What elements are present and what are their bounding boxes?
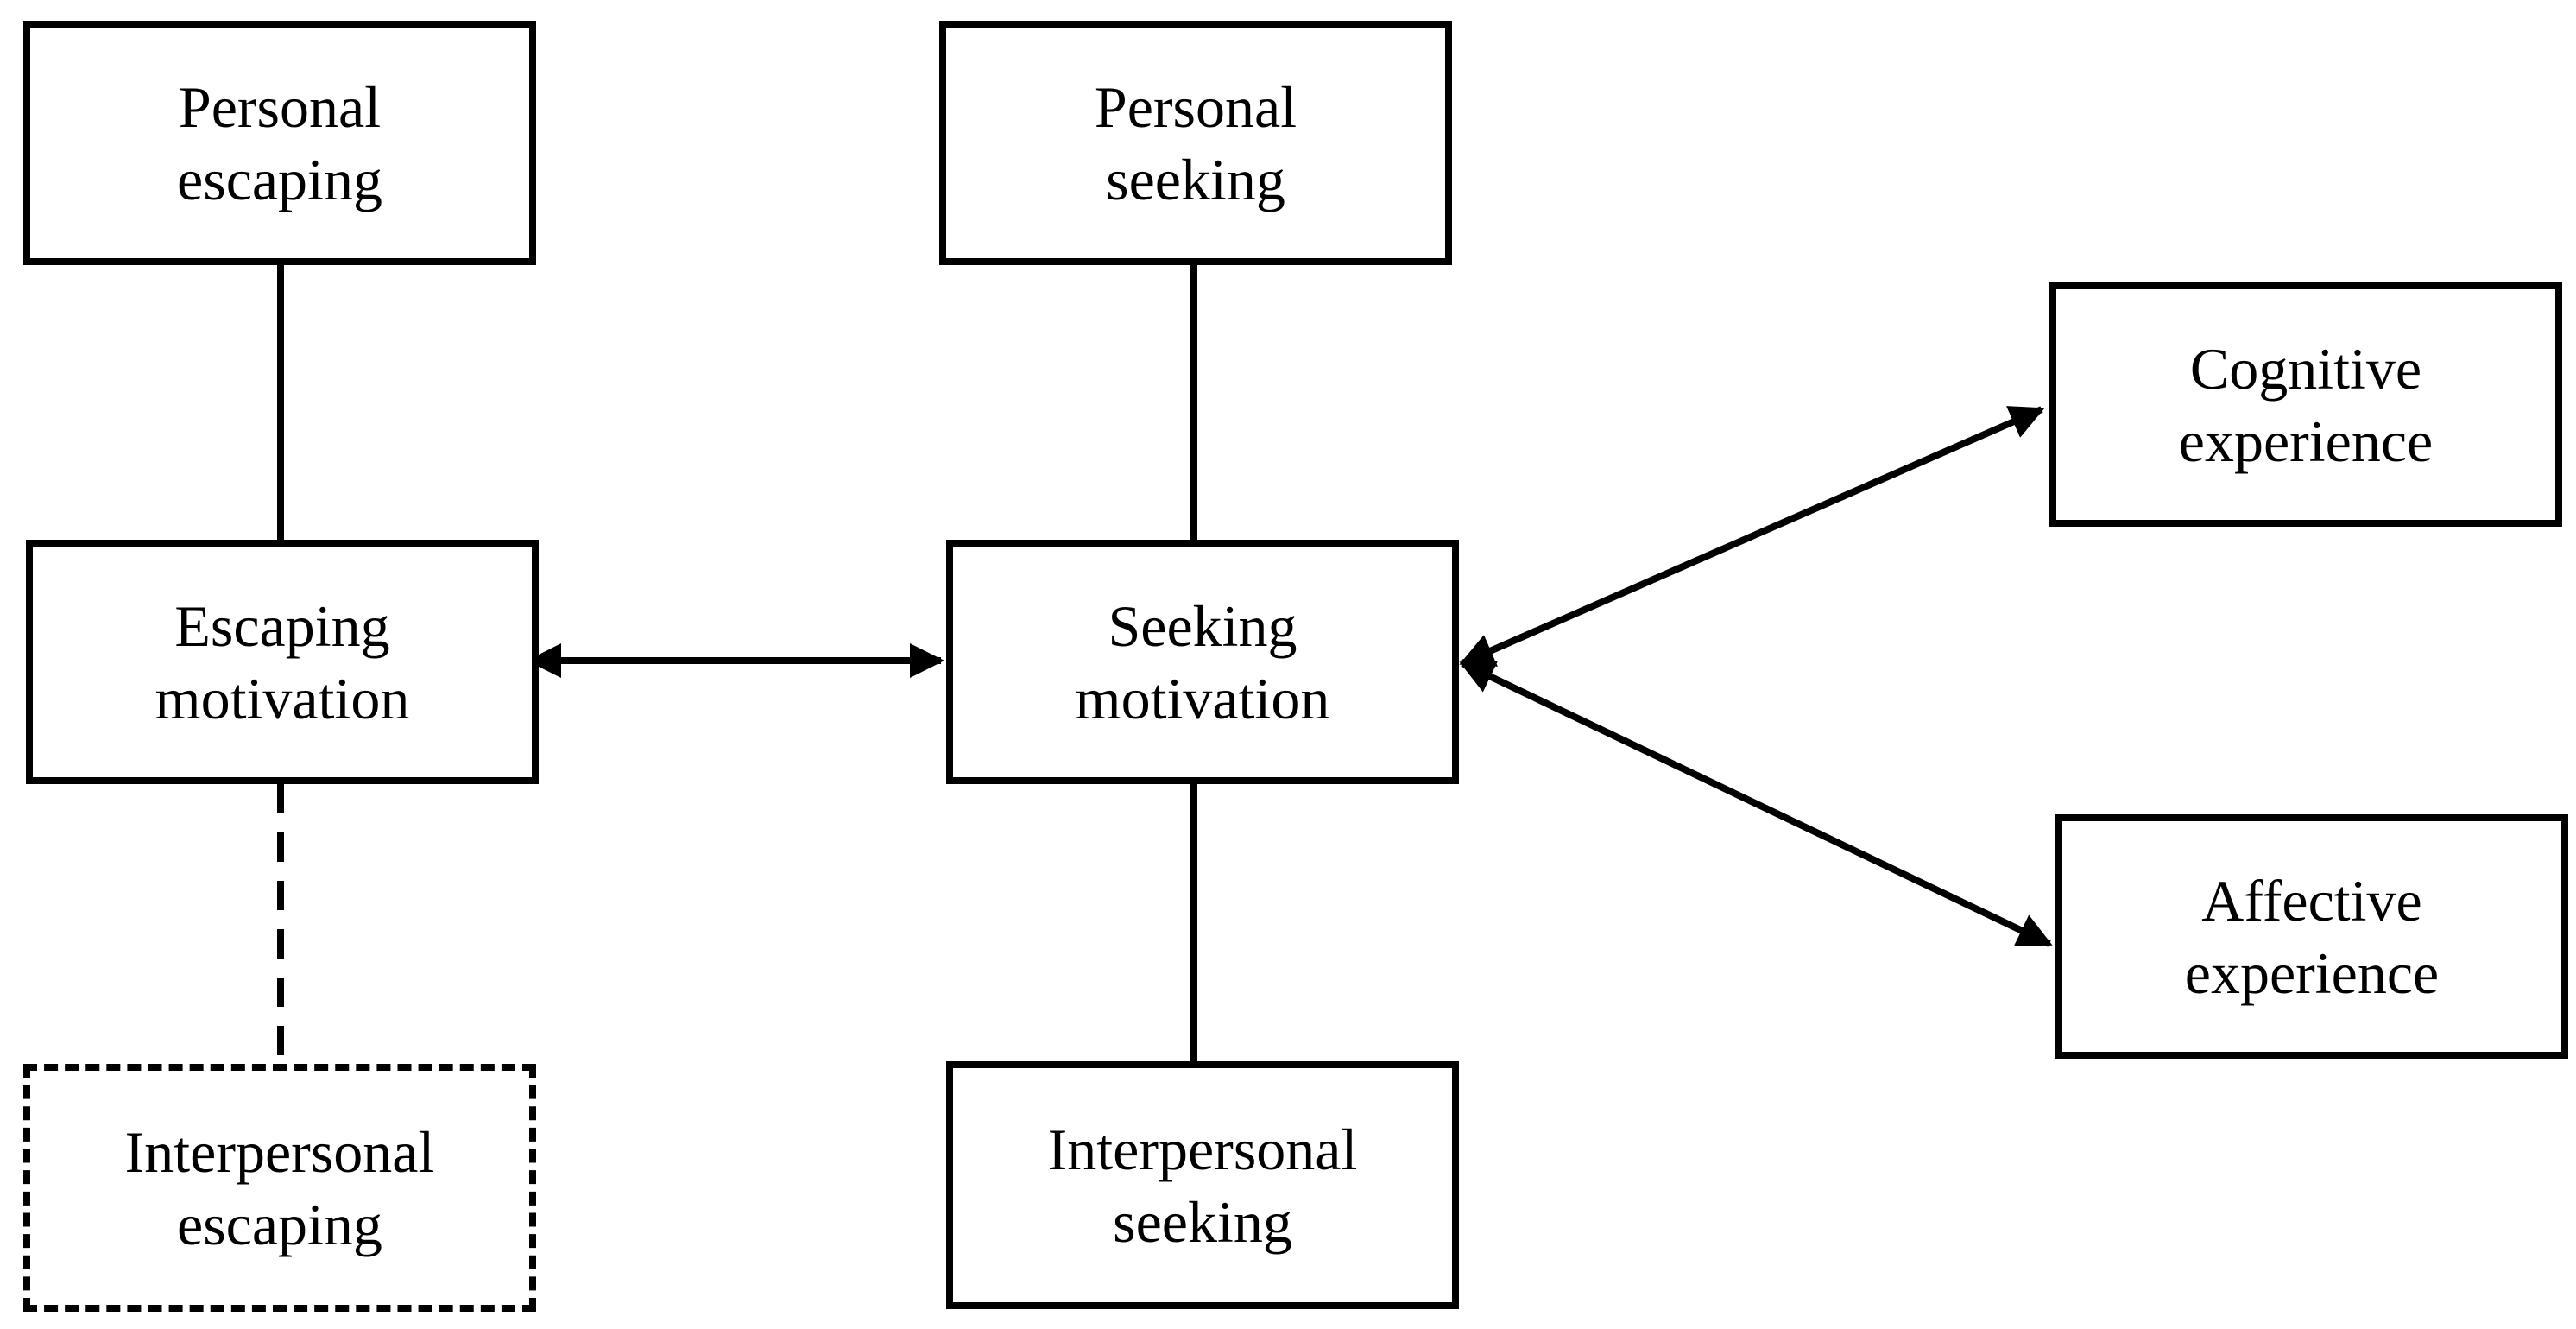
node-escaping-motivation-label: Escaping motivation (155, 592, 410, 731)
node-escaping-motivation: Escaping motivation (26, 540, 539, 784)
node-cognitive-experience: Cognitive experience (2049, 282, 2562, 527)
node-personal-seeking: Personal seeking (939, 21, 1452, 265)
node-personal-seeking-label: Personal seeking (1094, 73, 1297, 212)
node-seeking-motivation: Seeking motivation (946, 540, 1459, 784)
node-seeking-motivation-label: Seeking motivation (1075, 592, 1330, 731)
edge-seeking-motivation-cognitive-experience (1459, 406, 2045, 667)
node-affective-experience-label: Affective experience (2184, 867, 2440, 1006)
node-personal-escaping: Personal escaping (23, 21, 536, 265)
node-personal-escaping-label: Personal escaping (177, 73, 382, 212)
node-interpersonal-escaping-label: Interpersonal escaping (124, 1118, 435, 1257)
node-cognitive-experience-label: Cognitive experience (2178, 335, 2434, 474)
edge-seeking-motivation-affective-experience (1459, 660, 2053, 947)
node-interpersonal-escaping: Interpersonal escaping (23, 1064, 536, 1312)
node-interpersonal-seeking-label: Interpersonal seeking (1047, 1116, 1358, 1255)
node-interpersonal-seeking: Interpersonal seeking (946, 1061, 1459, 1309)
node-affective-experience: Affective experience (2055, 814, 2568, 1059)
